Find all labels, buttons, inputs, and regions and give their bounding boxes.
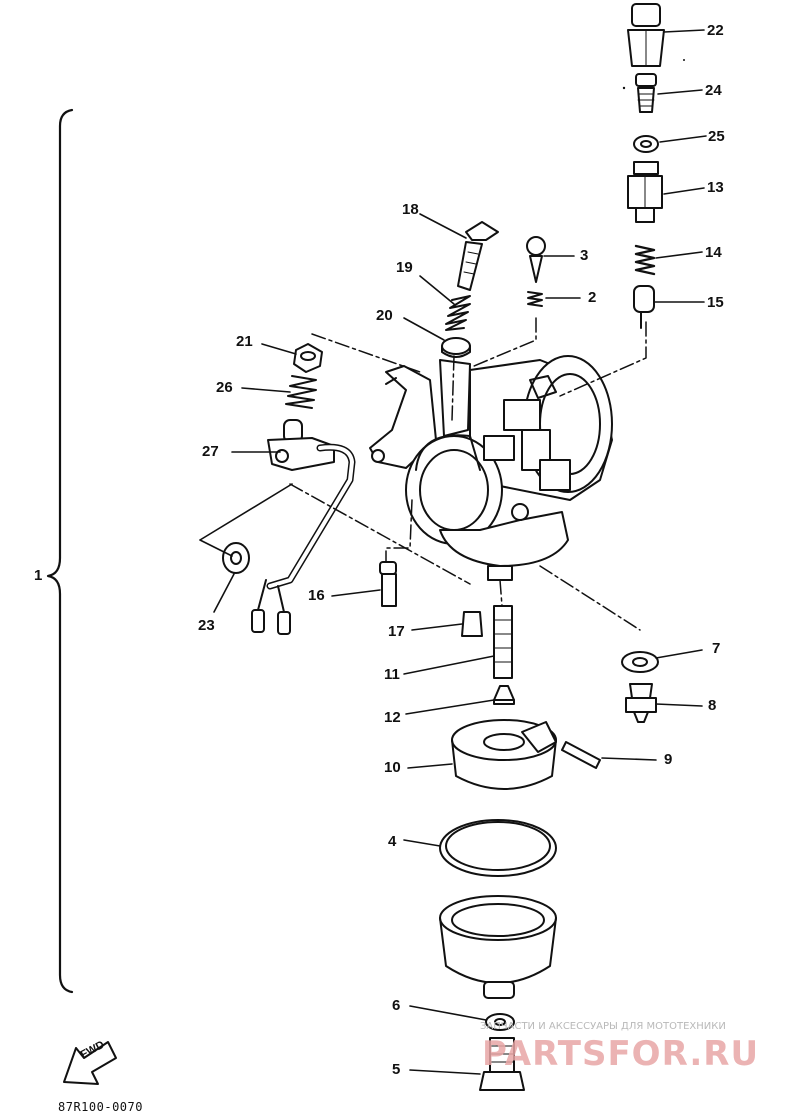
- part-25-nut: [633, 135, 659, 153]
- callout-16: 16: [308, 587, 325, 604]
- part-14-spring: [634, 244, 656, 276]
- part-22-cap: [627, 3, 665, 67]
- callout-5: 5: [392, 1061, 401, 1078]
- callout-18: 18: [402, 201, 419, 218]
- part-3-pilot-screw: [526, 236, 546, 283]
- callout-26: 26: [216, 379, 233, 396]
- callout-24: 24: [705, 82, 722, 99]
- part-12-main-jet: [493, 685, 515, 705]
- watermark-subtitle: ЗАПЧАСТИ И АКСЕССУАРЫ ДЛЯ МОТОТЕХНИКИ: [480, 1021, 726, 1032]
- callout-19: 19: [396, 259, 413, 276]
- part-27-choke-plunger: [251, 419, 356, 635]
- part-20-washer: [441, 337, 471, 358]
- part-4-gasket: [439, 819, 557, 877]
- part-8-valve-seat: [625, 683, 657, 723]
- carburetor-body: [369, 355, 613, 581]
- part-9-float-pin: [561, 741, 601, 769]
- callout-23: 23: [198, 617, 215, 634]
- part-7-washer: [621, 651, 659, 673]
- callout-9: 9: [664, 751, 673, 768]
- leader-23-bracket: [199, 483, 293, 557]
- callout-8: 8: [708, 697, 717, 714]
- reference-code: 87R100-0070: [58, 1100, 143, 1114]
- part-15-throttle-valve: [633, 285, 655, 329]
- callout-10: 10: [384, 759, 401, 776]
- callout-22: 22: [707, 22, 724, 39]
- part-18-screw: [457, 221, 499, 291]
- callout-13: 13: [707, 179, 724, 196]
- callout-11: 11: [384, 666, 400, 683]
- callout-4: 4: [388, 833, 397, 850]
- callout-6: 6: [392, 997, 401, 1014]
- part-16-screw: [379, 561, 397, 607]
- assembly-lines: [289, 317, 647, 631]
- fwd-arrow-icon: [63, 1041, 117, 1085]
- callout-17: 17: [388, 623, 405, 640]
- callout-27: 27: [202, 443, 219, 460]
- callout-14: 14: [705, 244, 722, 261]
- part-17-jet: [461, 611, 483, 637]
- part-21-nut: [293, 343, 323, 373]
- float-bowl: [439, 895, 557, 999]
- part-11-needle-jet: [493, 605, 513, 679]
- part-24-adjuster: [635, 73, 657, 113]
- callout-12: 12: [384, 709, 401, 726]
- part-10-float: [451, 719, 557, 790]
- callout-3: 3: [580, 247, 589, 264]
- callout-25: 25: [708, 128, 725, 145]
- assembly-callout-1: 1: [34, 567, 43, 584]
- part-19-spring: [445, 295, 471, 331]
- part-26-spring: [285, 375, 317, 409]
- leader-lines: [213, 29, 707, 1075]
- callout-15: 15: [707, 294, 724, 311]
- part-5-drain-screw: [479, 1037, 525, 1091]
- part-6-washer: [485, 1013, 515, 1031]
- part-13-cap: [627, 161, 663, 223]
- assembly-bracket: [46, 108, 74, 994]
- callout-21: 21: [236, 333, 253, 350]
- part-2-spring: [527, 291, 543, 307]
- part-23-washer: [222, 542, 250, 574]
- watermark-brand: PARTSFOR.RU: [482, 1034, 760, 1074]
- callout-20: 20: [376, 307, 393, 324]
- callout-2: 2: [588, 289, 597, 306]
- callout-7: 7: [712, 640, 721, 657]
